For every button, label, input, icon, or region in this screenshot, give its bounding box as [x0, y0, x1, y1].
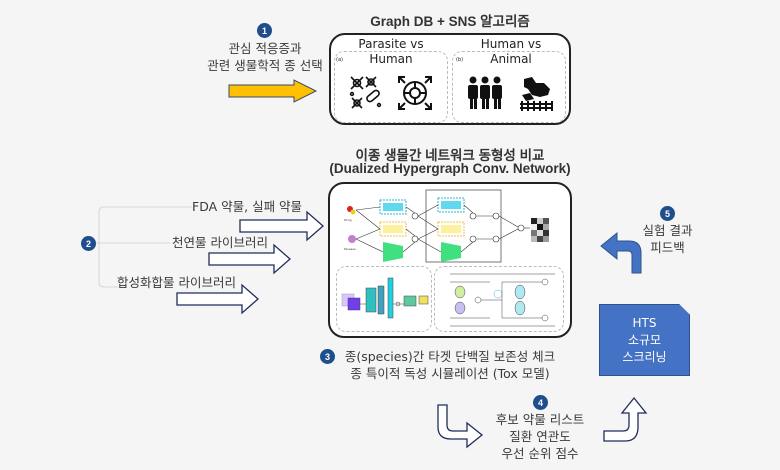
step-1-label: 관심 적응증과 관련 생물학적 종 선택 — [195, 40, 335, 74]
blue-return-arrow-icon — [600, 231, 642, 274]
step-2-bracket — [96, 206, 192, 288]
subpanel-human-animal — [452, 51, 566, 123]
step-4-line-3: 우선 순위 점수 — [501, 446, 579, 461]
hts-line-2: 소규모 — [627, 332, 662, 347]
step-5-line-2: 피드백 — [650, 240, 685, 255]
dhcn-bottom-schematic — [341, 273, 555, 327]
parasite-vs-human-label: Parasite vs Human — [341, 37, 441, 67]
dhcn-bottom-left-panel — [336, 266, 432, 332]
outline-arrow-synthetic-icon — [176, 283, 259, 315]
dhcn-top-schematic: Drug Disease — [344, 189, 549, 263]
dhcn-diagram-panel: Drug Disease — [328, 182, 572, 338]
hts-line-1: HTS — [632, 315, 657, 330]
down-right-arrow-icon — [437, 404, 484, 449]
hts-line-3: 스크리닝 — [622, 349, 667, 364]
hts-screening-box: HTS 소규모 스크리닝 — [599, 304, 690, 376]
step-3-label: 종(species)간 타겟 단백질 보존성 체크 종 특이적 독성 시뮬레이션… — [336, 348, 564, 382]
human-line-2: Animal — [490, 52, 532, 66]
step-1-line-1: 관심 적응증과 — [228, 41, 302, 56]
parasite-line-1: Parasite vs — [358, 37, 424, 51]
dhcn-bottom-right-panel — [434, 266, 564, 332]
left-panel-tag: (a) — [336, 57, 343, 63]
outline-arrow-natural-icon — [208, 243, 291, 275]
library-item-synthetic: 합성화합물 라이브러리 — [117, 275, 236, 290]
parasite-line-2: Human — [369, 52, 413, 66]
step-3-badge: 3 — [320, 349, 335, 364]
outline-arrow-fda-icon — [239, 210, 324, 242]
network-title-line-2: (Dualized Hypergraph Conv. Network) — [329, 161, 571, 176]
yellow-arrow-icon — [228, 79, 318, 103]
graph-db-title: Graph DB + SNS 알고리즘 — [370, 14, 530, 29]
step-4-badge: 4 — [533, 395, 548, 410]
subpanel-parasite-human — [334, 51, 448, 123]
step-1-badge: 1 — [257, 23, 272, 38]
up-right-arrow-icon — [603, 396, 648, 442]
step-4-line-2: 질환 연관도 — [509, 429, 571, 444]
network-title-line-1: 이종 생물간 네트워크 동형성 비교 — [355, 148, 545, 163]
farm-animals-icon — [520, 77, 553, 111]
virus-icon — [398, 76, 432, 110]
svg-text:Drug: Drug — [344, 218, 352, 222]
library-item-fda: FDA 약물, 실패 약물 — [192, 199, 303, 214]
right-panel-tag: (b) — [456, 57, 464, 63]
step-1-line-2: 관련 생물학적 종 선택 — [207, 58, 323, 73]
step-4-line-1: 후보 약물 리스트 — [495, 412, 585, 427]
step-3-line-1: 종(species)간 타겟 단백질 보존성 체크 — [344, 349, 556, 364]
step-2-badge: 2 — [81, 236, 96, 251]
step-5-label: 실험 결과 피드백 — [630, 222, 705, 256]
svg-text:Disease: Disease — [344, 247, 356, 251]
people-group-icon — [468, 76, 502, 109]
parasite-microbes-icon — [349, 76, 382, 109]
graph-db-panel: (a) (b) Parasite vs Human Human vs Anima… — [329, 33, 571, 125]
step-3-line-2: 종 특이적 독성 시뮬레이션 (Tox 모델) — [350, 366, 550, 381]
human-vs-animal-label: Human vs Animal — [461, 37, 561, 67]
step-4-label: 후보 약물 리스트 질환 연관도 우선 순위 점수 — [480, 411, 600, 462]
step-5-badge: 5 — [660, 206, 675, 221]
human-line-1: Human vs — [480, 37, 542, 51]
library-item-natural: 천연물 라이브러리 — [172, 235, 268, 250]
step-5-line-1: 실험 결과 — [642, 223, 693, 238]
